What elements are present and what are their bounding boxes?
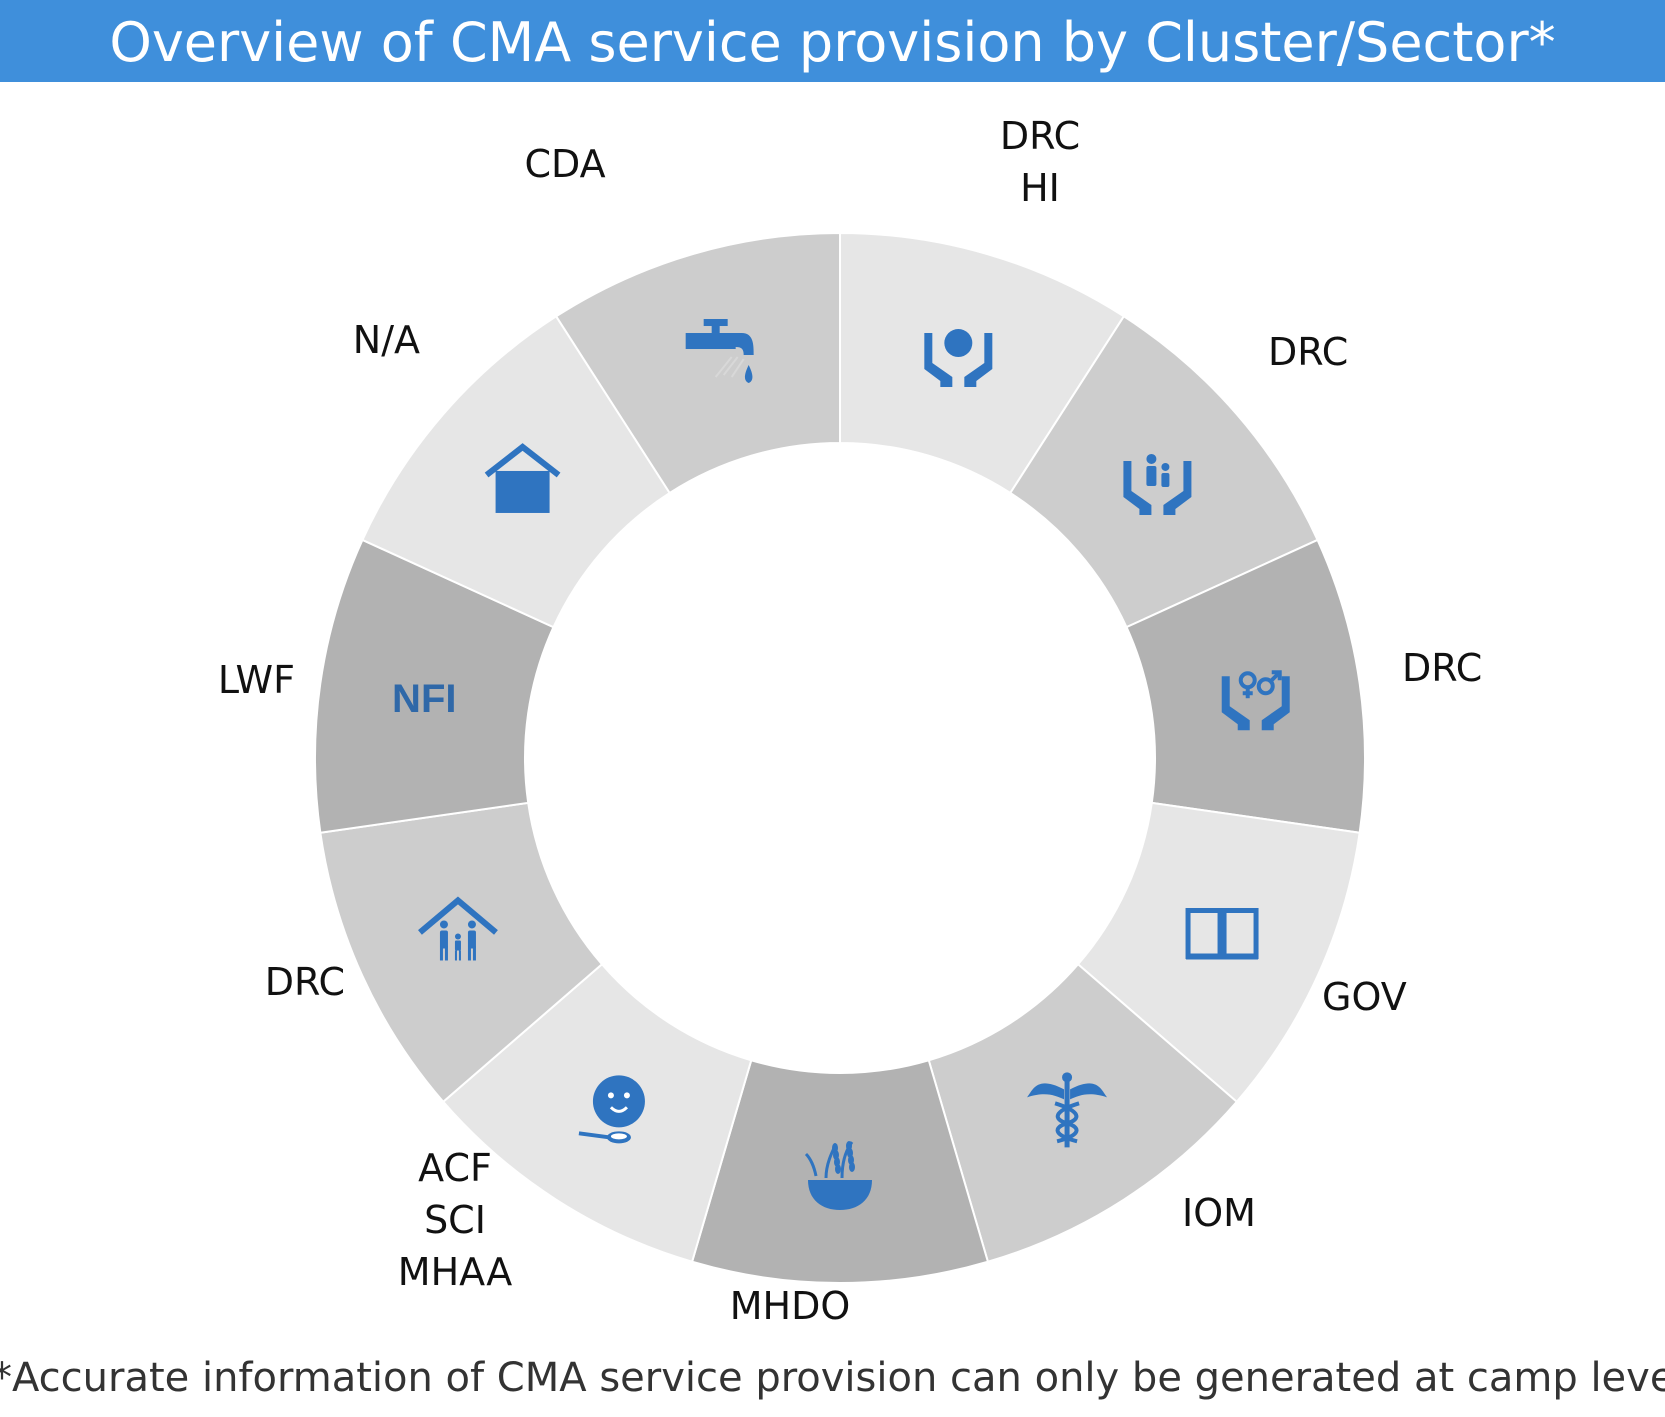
nutrition-child-icon — [578, 1075, 645, 1144]
footnote: *Accurate information of CMA service pro… — [0, 1355, 1665, 1401]
provider-label-group: LWF — [165, 654, 295, 706]
education-book-icon — [1185, 907, 1259, 960]
provider-label: SCI — [424, 1198, 486, 1242]
provider-label: GOV — [1322, 975, 1407, 1019]
health-caduceus-icon — [1027, 1072, 1108, 1148]
food-security-bowl-icon — [804, 1141, 872, 1210]
provider-label: IOM — [1182, 1191, 1256, 1235]
provider-label-group: GOV — [1322, 971, 1522, 1023]
wash-tap-icon — [685, 319, 754, 384]
provider-label: MHDO — [729, 1284, 851, 1328]
shelter-family-icon — [418, 896, 498, 961]
provider-label: LWF — [217, 658, 295, 702]
provider-label-group: DRC HI — [950, 110, 1130, 214]
title-bar: Overview of CMA service provision by Clu… — [0, 0, 1665, 82]
provider-label: CDA — [524, 142, 606, 186]
gender-based-violence-icon — [1221, 670, 1290, 731]
provider-label-group: CDA — [480, 138, 650, 190]
page-title: Overview of CMA service provision by Clu… — [109, 11, 1556, 74]
camp-management-house-icon — [484, 443, 561, 513]
provider-label-group: DRC — [1268, 326, 1448, 378]
wheel-segment — [554, 231, 841, 495]
provider-label-group: DRC — [1402, 642, 1582, 694]
provider-label: MHAA — [397, 1250, 513, 1294]
provider-label-group: ACF SCI MHAA — [355, 1142, 555, 1298]
provider-label-group: DRC — [215, 956, 345, 1008]
provider-label: HI — [1020, 166, 1060, 210]
provider-label: N/A — [352, 318, 420, 362]
protection-hands-icon — [924, 329, 993, 388]
provider-label: DRC — [999, 114, 1081, 158]
provider-label-group: MHDO — [680, 1280, 900, 1332]
nfi-text-label: NFI — [392, 677, 456, 721]
provider-label: DRC — [1268, 330, 1349, 374]
provider-label-group: N/A — [260, 314, 420, 366]
provider-label: DRC — [1402, 646, 1483, 690]
provider-label: ACF — [418, 1146, 492, 1190]
provider-label-group: IOM — [1182, 1187, 1382, 1239]
nfi-text-icon: NFI — [392, 677, 456, 721]
provider-label: DRC — [264, 960, 345, 1004]
child-protection-icon — [1123, 453, 1192, 515]
